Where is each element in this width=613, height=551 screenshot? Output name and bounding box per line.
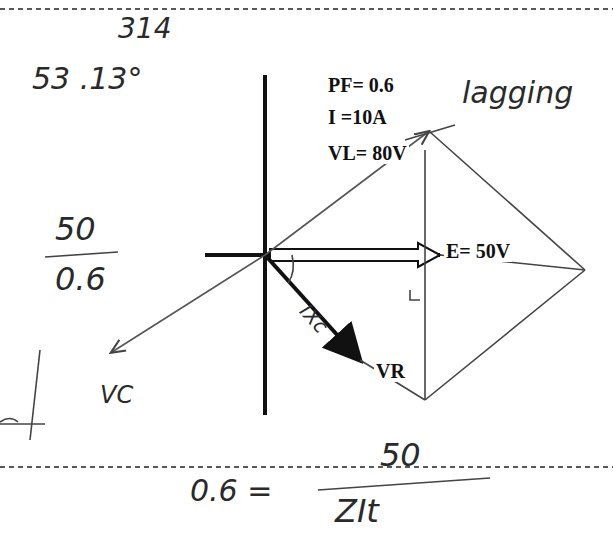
e-phasor [270, 243, 440, 267]
handwritten-equation: 0.6 = [190, 474, 272, 507]
current-label: I =10A [326, 106, 389, 128]
handwritten-number: 50 [55, 212, 96, 247]
phasor-construction [0, 125, 585, 490]
source-voltage-label: E= 50V [444, 240, 512, 262]
vl-phasor [265, 132, 428, 255]
vc-phasor [112, 255, 265, 352]
vr-phasor [265, 255, 358, 358]
handwritten-note: lagging [462, 76, 573, 109]
resistor-voltage-label: VR [374, 360, 407, 382]
handwritten-angle: 53 .13° [32, 62, 142, 95]
handwritten-label: VC [100, 382, 133, 408]
dashed-rule [0, 466, 613, 468]
imag-axis [263, 75, 267, 415]
power-factor-label: PF= 0.6 [326, 74, 396, 96]
handwritten-number: 0.6 [55, 262, 106, 297]
handwritten-number: 50 [380, 438, 421, 473]
handwritten-label: IXc [296, 300, 333, 337]
inductor-voltage-label: VL= 80V [326, 142, 409, 164]
handwritten-number: ZIt [335, 494, 379, 529]
handwritten-note: 314 [118, 14, 171, 45]
dashed-rule [0, 8, 613, 10]
